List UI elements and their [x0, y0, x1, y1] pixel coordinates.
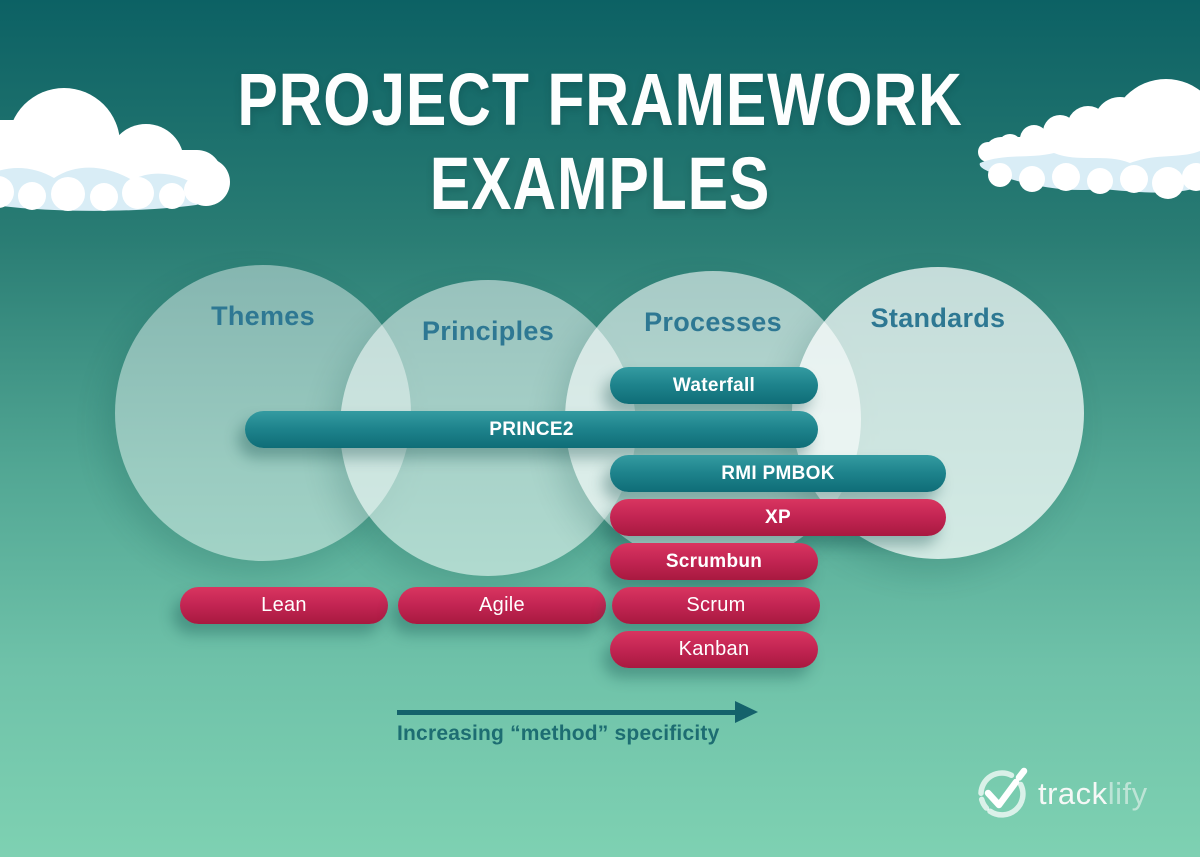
venn-circle-label: Standards — [870, 303, 1006, 333]
framework-pill: PRINCE2 — [245, 411, 818, 448]
cloud-right-icon — [978, 79, 1200, 199]
specificity-arrow-head-icon — [735, 701, 758, 723]
specificity-arrow-line — [397, 710, 735, 715]
page-title-line1: PROJECT FRAMEWORK — [237, 58, 963, 141]
brand-wordmark-lify: lify — [1107, 776, 1148, 811]
framework-pill: Kanban — [610, 631, 818, 668]
framework-pill: Waterfall — [610, 367, 818, 404]
brand-logo: tracklify — [972, 764, 1147, 824]
cloud-left-icon — [0, 88, 230, 211]
brand-wordmark: tracklify — [1038, 776, 1148, 812]
page-title: PROJECT FRAMEWORK EXAMPLES — [108, 58, 1092, 227]
venn-circle-label: Principles — [421, 316, 555, 346]
framework-pill: Agile — [398, 587, 606, 624]
framework-pill: XP — [610, 499, 946, 536]
specificity-arrow-label: Increasing “method” specificity — [397, 722, 720, 745]
tracklify-clock-check-icon — [978, 767, 1028, 818]
framework-pill: Scrum — [612, 587, 820, 624]
framework-pill: Scrumbun — [610, 543, 818, 580]
venn-circle-label: Themes — [211, 301, 315, 331]
page-title-line2: EXAMPLES — [429, 142, 771, 226]
brand-wordmark-track: track — [1038, 776, 1108, 811]
framework-pill: Lean — [180, 587, 388, 624]
venn-circle-label: Processes — [644, 307, 782, 337]
framework-pill: RMI PMBOK — [610, 455, 946, 492]
